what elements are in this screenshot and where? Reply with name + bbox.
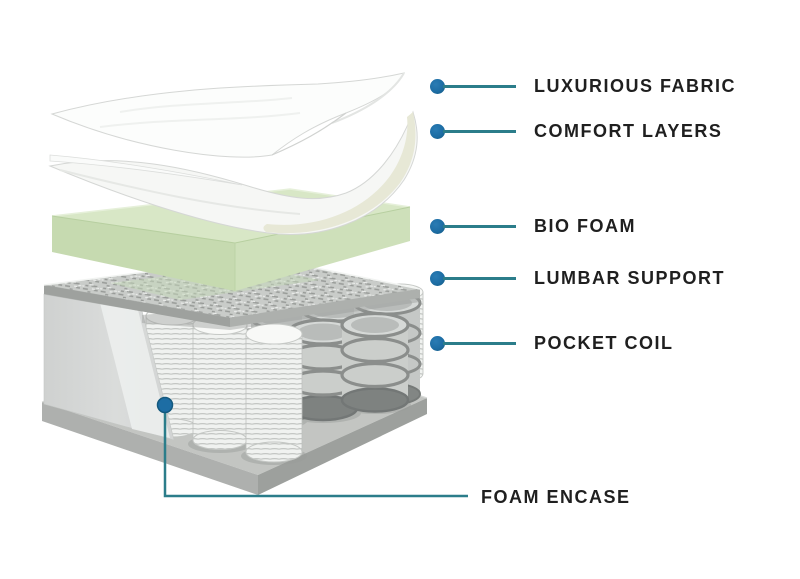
bullet-dot-icon: [430, 218, 445, 234]
bullet-dot-icon: [430, 78, 445, 94]
label-foam-encase: FOAM ENCASE: [481, 487, 631, 507]
label-pocket-coil: POCKET COIL: [534, 333, 674, 353]
label-row-luxurious-fabric: LUXURIOUS FABRIC: [430, 75, 736, 97]
bullet-dot-icon: [156, 396, 174, 414]
leader-line: [443, 129, 516, 133]
comfort-layers-sheet: [48, 110, 418, 235]
label-row-lumbar-support: LUMBAR SUPPORT: [430, 267, 725, 289]
label-bio-foam: BIO FOAM: [534, 216, 636, 236]
leader-line: [443, 341, 516, 345]
label-lumbar-support: LUMBAR SUPPORT: [534, 268, 725, 288]
leader-line: [443, 224, 516, 228]
leader-line: [443, 276, 516, 280]
label-row-foam-encase: FOAM ENCASE: [481, 486, 631, 508]
label-row-bio-foam: BIO FOAM: [430, 215, 636, 237]
foam-encase-leader: [156, 396, 468, 498]
bullet-dot-icon: [430, 270, 445, 286]
label-row-pocket-coil: POCKET COIL: [430, 332, 674, 354]
bullet-dot-icon: [430, 335, 445, 351]
luxurious-fabric-sheet: [50, 72, 405, 158]
label-comfort-layers: COMFORT LAYERS: [534, 121, 723, 141]
label-luxurious-fabric: LUXURIOUS FABRIC: [534, 76, 737, 96]
leader-line: [443, 84, 516, 88]
pocket-coil-springs: [145, 283, 424, 463]
bullet-dot-icon: [430, 123, 445, 139]
label-row-comfort-layers: COMFORT LAYERS: [430, 120, 722, 142]
